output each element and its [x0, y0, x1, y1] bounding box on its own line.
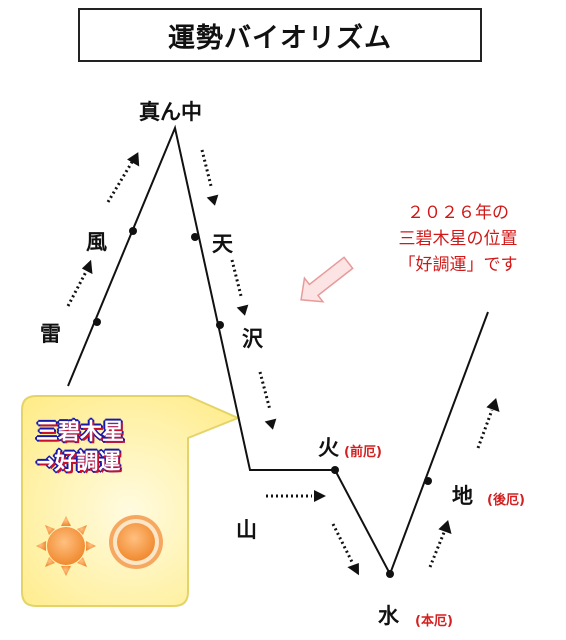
arrowhead-icon: [206, 194, 219, 206]
arrow-lake-fire: [258, 371, 272, 411]
label-fire: 火: [318, 436, 339, 460]
arrowhead-icon: [438, 520, 452, 535]
note-line: 「好調運」です: [398, 255, 518, 275]
arrow-top-heaven: [200, 149, 213, 187]
arrow-fire-water: [331, 523, 354, 563]
arrowhead-icon: [127, 152, 140, 167]
dot-lake: [216, 321, 224, 329]
pointer-arrow-icon: [300, 256, 354, 303]
sun-icon: [109, 515, 163, 569]
label-water: 水: [378, 604, 399, 628]
arrow-thunder-wind: [66, 267, 90, 307]
label-heaven: 天: [212, 232, 233, 256]
label-earth: 地: [452, 484, 473, 508]
label-wind: 風: [86, 230, 107, 254]
note-line: 三碧木星の位置: [398, 229, 518, 249]
arrow-heads: [81, 152, 500, 576]
label-water-note: (本厄): [415, 614, 453, 629]
label-fire-note: (前厄): [344, 445, 382, 460]
arrow-heaven-lake: [230, 259, 243, 297]
note-line: ２０２６年の: [407, 203, 509, 223]
biorhythm-line: [67, 124, 489, 577]
dot-thunder: [93, 318, 101, 326]
arrowhead-icon: [486, 398, 500, 413]
arrowhead-icon: [81, 259, 93, 275]
dot-earth: [424, 477, 432, 485]
arrowhead-icon: [236, 304, 249, 316]
dot-heaven: [191, 233, 199, 241]
label-top: 真ん中: [139, 100, 202, 124]
callout-line-star: 三碧木星: [36, 420, 125, 445]
dotted-arrows: [66, 149, 494, 568]
sun-icon: [36, 516, 96, 576]
arrowhead-icon: [347, 563, 359, 576]
callout-line-fortune: →好調運: [36, 450, 121, 475]
arrow-water-earth: [428, 529, 447, 568]
arrowhead-icon: [264, 418, 277, 430]
label-earth-note: (後厄): [487, 493, 525, 508]
arrowhead-icon: [314, 490, 326, 502]
dot-fire: [331, 466, 339, 474]
label-lake: 沢: [242, 327, 263, 351]
position-dots: [93, 227, 432, 578]
dot-water: [386, 570, 394, 578]
label-thunder: 雷: [40, 322, 61, 346]
annotation-note: ２０２６年の 三碧木星の位置 「好調運」です: [368, 200, 548, 278]
label-mountain: 山: [236, 518, 257, 542]
page-title: 運勢バイオリズム: [168, 22, 392, 54]
dot-wind: [129, 227, 137, 235]
callout-text: 三碧木星 →好調運: [36, 418, 124, 478]
arrow-wind-top: [106, 161, 134, 203]
title-box: 運勢バイオリズム: [78, 8, 482, 62]
arrow-earth-up: [476, 409, 494, 449]
